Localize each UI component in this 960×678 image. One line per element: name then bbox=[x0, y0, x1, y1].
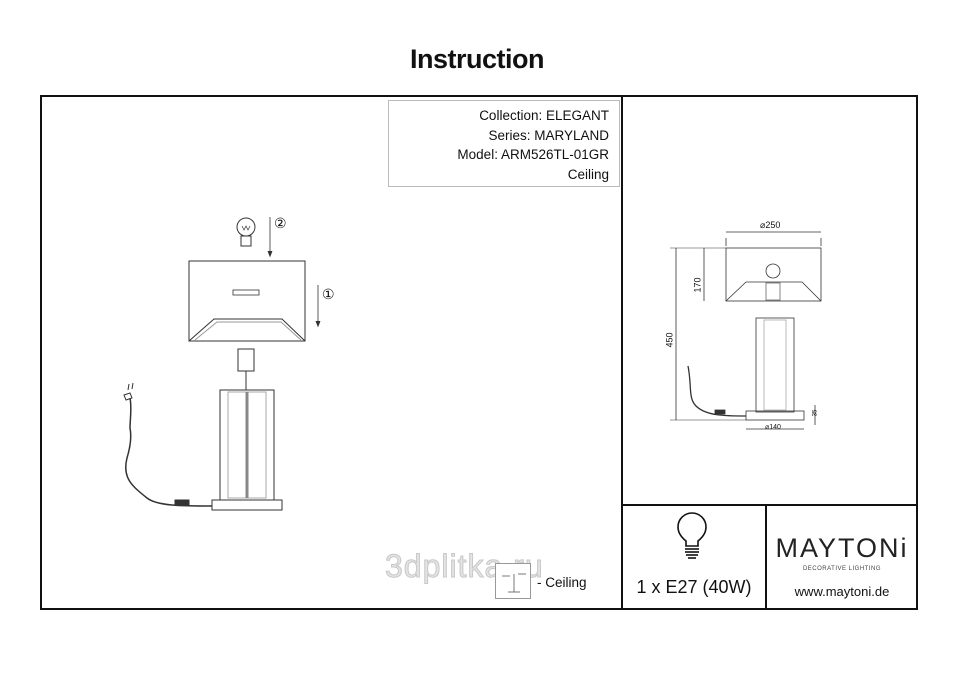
model-label: Model: ARM526TL-01GR bbox=[457, 147, 609, 162]
brand-tagline: DECORATIVE LIGHTING bbox=[802, 566, 882, 572]
ceiling-mount-icon bbox=[495, 563, 531, 599]
bulb-drawing bbox=[236, 217, 256, 247]
step-1-marker: ① bbox=[322, 286, 335, 302]
base-diameter-dim: ⌀140 bbox=[765, 424, 781, 431]
series-label: Series: MARYLAND bbox=[488, 127, 609, 143]
ceiling-legend-label: - Ceiling bbox=[537, 575, 587, 590]
page-title: Instruction bbox=[410, 44, 545, 74]
website-link[interactable]: www.maytoni.de bbox=[794, 584, 890, 599]
product-info-box: Collection: ELEGANT Series: MARYLAND Mod… bbox=[388, 100, 620, 187]
divider bbox=[621, 95, 623, 610]
step-2-marker: ② bbox=[274, 215, 287, 231]
instruction-frame bbox=[40, 95, 918, 610]
divider bbox=[765, 504, 767, 610]
lamp-body-drawing bbox=[123, 348, 283, 511]
shade-drawing bbox=[188, 260, 306, 342]
mount-label: Ceiling bbox=[567, 166, 609, 182]
bulb-spec: 1 x E27 (40W) bbox=[636, 577, 752, 597]
divider bbox=[621, 504, 918, 506]
shade-diameter-dim: ⌀250 bbox=[760, 220, 781, 230]
brand-logo: MAYTONi bbox=[775, 533, 909, 563]
collection-label: Collection: ELEGANT bbox=[479, 108, 609, 123]
